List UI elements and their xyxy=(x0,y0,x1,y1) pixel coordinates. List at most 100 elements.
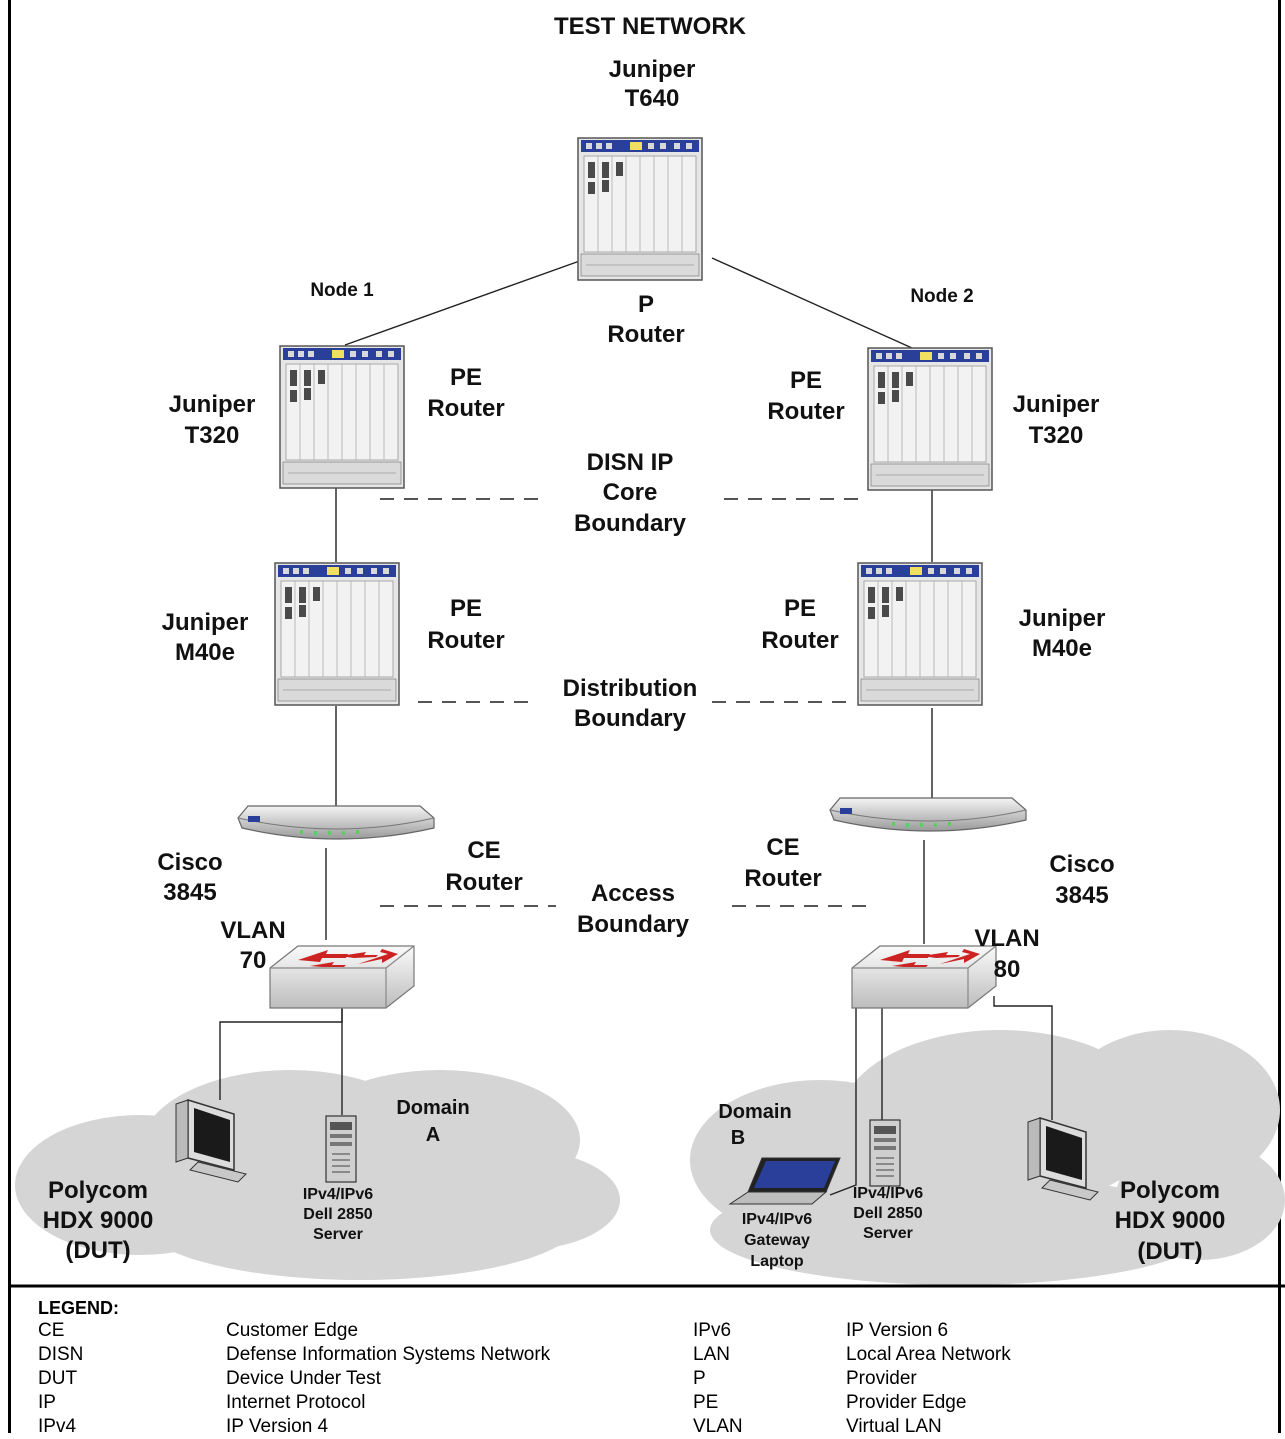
node2-dut-2: HDX 9000 xyxy=(1115,1207,1226,1234)
legend-meaning: IP Version 4 xyxy=(226,1416,329,1437)
legend-abbr: PE xyxy=(693,1392,719,1413)
node2-vlan-2: 80 xyxy=(994,956,1021,983)
access-boundary-1: Access xyxy=(591,880,675,907)
legend-abbr: IPv6 xyxy=(693,1320,732,1341)
node1-dut-3: (DUT) xyxy=(65,1237,130,1264)
node1-ce-router xyxy=(237,805,435,840)
node1-pe-dist-brand: Juniper xyxy=(162,609,249,636)
node2-server-icon xyxy=(869,1119,901,1187)
legend-meaning: Device Under Test xyxy=(226,1368,381,1389)
node1-server-2: Dell 2850 xyxy=(303,1206,372,1223)
legend-meaning: Internet Protocol xyxy=(226,1392,366,1413)
node1-ce-role-1: CE xyxy=(467,837,500,864)
node1-vlan-1: VLAN xyxy=(220,917,285,944)
node1-server-1: IPv4/IPv6 xyxy=(303,1186,373,1203)
node2-label: Node 2 xyxy=(910,286,973,307)
node1-server-icon xyxy=(325,1115,357,1183)
laptop-3: Laptop xyxy=(750,1253,804,1270)
legend-row: IPv4 IP Version 4 VLAN Virtual LAN xyxy=(38,1415,1268,1439)
node1-label: Node 1 xyxy=(310,280,374,301)
node1-vlan-2: 70 xyxy=(240,947,267,974)
node1-pe-dist-model: M40e xyxy=(175,639,235,666)
legend: LEGEND: CE Customer Edge IPv6 IP Version… xyxy=(38,1298,1268,1439)
node1-pe-top-brand: Juniper xyxy=(169,391,256,418)
legend-row: DUT Device Under Test P Provider xyxy=(38,1367,1268,1391)
dist-boundary-1: Distribution xyxy=(563,675,698,702)
laptop-1: IPv4/IPv6 xyxy=(742,1211,812,1228)
node2-pe-dist-brand: Juniper xyxy=(1019,605,1106,632)
legend-meaning: Provider Edge xyxy=(846,1392,967,1413)
diagram-title: TEST NETWORK xyxy=(554,13,747,40)
laptop-icon xyxy=(728,1157,841,1205)
node2-dut-3: (DUT) xyxy=(1137,1238,1202,1265)
node2-ce-role-2: Router xyxy=(744,865,821,892)
node2-server-3: Server xyxy=(863,1225,913,1242)
node2-dut-1: Polycom xyxy=(1120,1177,1220,1204)
legend-row: DISN Defense Information Systems Network… xyxy=(38,1343,1268,1367)
node1-pe-router-m40e xyxy=(274,562,400,706)
node2-server-2: Dell 2850 xyxy=(853,1205,922,1222)
node1-dut-2: HDX 9000 xyxy=(43,1207,154,1234)
node2-pe-top-brand: Juniper xyxy=(1013,391,1100,418)
node2-server-1: IPv4/IPv6 xyxy=(853,1185,923,1202)
legend-row: CE Customer Edge IPv6 IP Version 6 xyxy=(38,1319,1268,1343)
node1-pe-top-model: T320 xyxy=(185,422,240,449)
node2-ce-router xyxy=(829,797,1027,832)
node2-pe-router-t320 xyxy=(867,347,993,491)
network-links xyxy=(219,257,1053,1196)
network-diagram: TEST NETWORK Juniper T640 P Router Node … xyxy=(8,13,1285,1288)
laptop-2: Gateway xyxy=(744,1232,810,1249)
legend-meaning: Virtual LAN xyxy=(846,1416,942,1437)
node2-pe-dist-model: M40e xyxy=(1032,635,1092,662)
core-role-1: P xyxy=(638,291,654,318)
legend-abbr: P xyxy=(693,1368,706,1389)
core-role-2: Router xyxy=(607,321,684,348)
node2-ce-model: 3845 xyxy=(1055,882,1108,909)
legend-abbr: LAN xyxy=(693,1344,730,1365)
node1-ce-model: 3845 xyxy=(163,879,216,906)
legend-meaning: Local Area Network xyxy=(846,1344,1011,1365)
node1-pe-top-role-1: PE xyxy=(450,364,482,391)
node2-vlan-1: VLAN xyxy=(974,925,1039,952)
node2-pe-top-role-1: PE xyxy=(790,367,822,394)
node2-pe-top-model: T320 xyxy=(1029,422,1084,449)
domain-b-2: B xyxy=(731,1127,745,1149)
node1-server-3: Server xyxy=(313,1226,363,1243)
dist-boundary-2: Boundary xyxy=(574,705,687,732)
node2-pe-dist-role-1: PE xyxy=(784,595,816,622)
node1-dut-1: Polycom xyxy=(48,1177,148,1204)
core-model: T640 xyxy=(625,85,680,112)
node2-ce-brand: Cisco xyxy=(1049,851,1114,878)
legend-row: IP Internet Protocol PE Provider Edge xyxy=(38,1391,1268,1415)
legend-abbr: DISN xyxy=(38,1344,84,1365)
core-brand: Juniper xyxy=(609,56,696,83)
core-boundary-1: DISN IP xyxy=(587,449,674,476)
legend-abbr: IPv4 xyxy=(38,1416,77,1437)
node2-pe-router-m40e xyxy=(857,562,983,706)
legend-meaning: Provider xyxy=(846,1368,917,1389)
cloud-domain-a xyxy=(15,1070,620,1280)
node2-ce-role-1: CE xyxy=(766,834,799,861)
node1-ce-brand: Cisco xyxy=(157,849,222,876)
access-boundary-2: Boundary xyxy=(577,911,690,938)
core-boundary-2: Core xyxy=(603,479,658,506)
legend-title: LEGEND: xyxy=(38,1298,119,1318)
core-boundary-3: Boundary xyxy=(574,510,687,537)
legend-abbr: VLAN xyxy=(693,1416,743,1437)
node2-pe-top-role-2: Router xyxy=(767,398,844,425)
legend-meaning: Customer Edge xyxy=(226,1320,359,1341)
domain-a-2: A xyxy=(426,1124,440,1146)
node1-pe-dist-role-1: PE xyxy=(450,595,482,622)
legend-meaning: Defense Information Systems Network xyxy=(226,1344,551,1365)
diagram-frame xyxy=(8,0,1281,1433)
node2-pe-dist-role-2: Router xyxy=(761,627,838,654)
node1-switch-icon xyxy=(269,945,415,1009)
legend-meaning: IP Version 6 xyxy=(846,1320,949,1341)
node1-ce-role-2: Router xyxy=(445,869,522,896)
core-router-t640 xyxy=(577,137,703,281)
legend-abbr: DUT xyxy=(38,1368,78,1389)
legend-abbr: IP xyxy=(38,1392,56,1413)
domain-b-1: Domain xyxy=(718,1101,791,1123)
node1-pe-dist-role-2: Router xyxy=(427,627,504,654)
boundary-lines xyxy=(380,498,868,907)
